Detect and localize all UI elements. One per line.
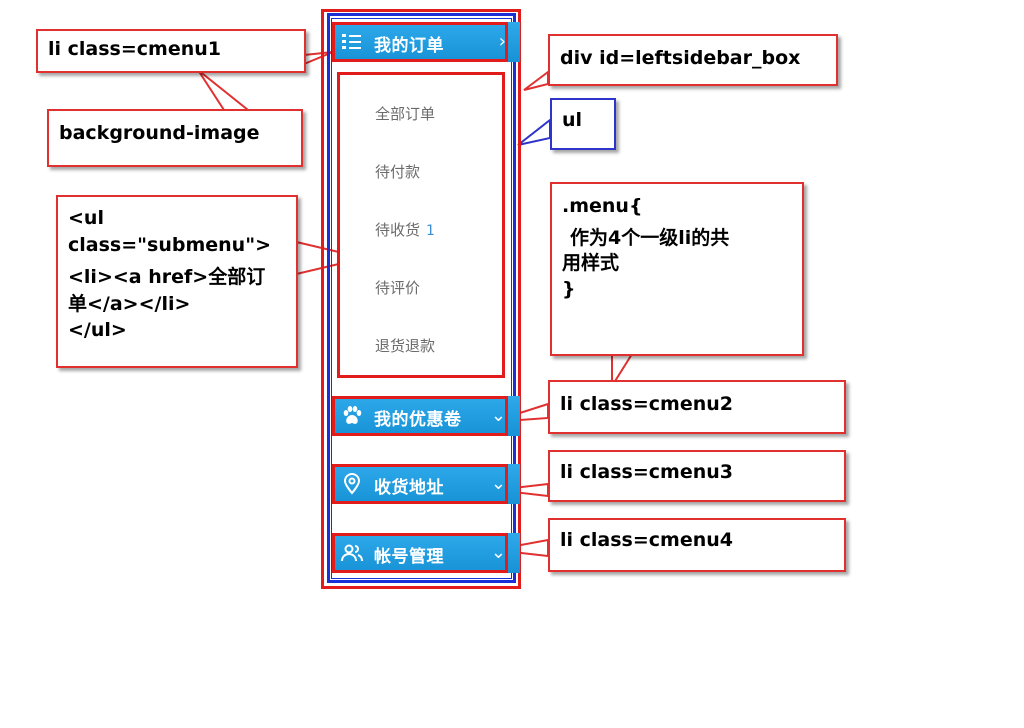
menu-my-orders[interactable]: 我的订单 ›	[332, 22, 520, 62]
leftsidebar-box-outline	[321, 9, 521, 589]
chevron-down-icon: ⌄	[490, 405, 506, 426]
chevron-down-icon: ⌄	[490, 542, 506, 563]
ul-inner-outline	[331, 18, 512, 579]
cmenu1-highlight	[332, 22, 508, 62]
callout-menu-rule: .menu{ 作为4个一级li的共 用样式 }	[550, 182, 804, 356]
menu-my-coupons[interactable]: 我的优惠卷 ⌄	[332, 396, 520, 436]
menu-account[interactable]: 帐号管理 ⌄	[332, 533, 520, 573]
callout-cmenu1: li class=cmenu1	[36, 29, 306, 73]
submenu-item-pending-payment[interactable]: 待付款	[375, 163, 421, 181]
paw-icon	[343, 406, 362, 424]
submenu-item-all-orders[interactable]: 全部订单	[375, 105, 436, 123]
callout-ul: ul	[550, 98, 616, 150]
list-icon	[342, 34, 361, 49]
menu-addresses[interactable]: 收货地址 ⌄	[332, 464, 520, 504]
location-pin-icon	[343, 473, 361, 495]
callout-leftsidebar-box: div id=leftsidebar_box	[548, 34, 838, 86]
menu-label: 帐号管理	[374, 547, 444, 567]
cmenu4-highlight	[332, 533, 508, 573]
cmenu3-highlight	[332, 464, 508, 504]
callout-cmenu3: li class=cmenu3	[548, 450, 846, 502]
ul-outline	[327, 13, 516, 583]
menu-label: 我的优惠卷	[374, 410, 462, 430]
count-badge: 1	[426, 223, 435, 239]
users-icon	[341, 544, 363, 562]
callout-cmenu4: li class=cmenu4	[548, 518, 846, 572]
submenu-item-pending-review[interactable]: 待评价	[375, 279, 421, 297]
menu-label: 我的订单	[374, 36, 444, 56]
menu-label: 收货地址	[374, 478, 444, 498]
callout-background-image: background-image	[47, 109, 303, 167]
chevron-down-icon: ⌄	[490, 473, 506, 494]
callout-submenu-code: <ul class="submenu"> <li><a href>全部订 单</…	[56, 195, 298, 368]
callout-cmenu2: li class=cmenu2	[548, 380, 846, 434]
cmenu2-highlight	[332, 396, 508, 436]
submenu-item-returns[interactable]: 退货退款	[375, 337, 436, 355]
chevron-right-icon: ›	[498, 31, 506, 52]
